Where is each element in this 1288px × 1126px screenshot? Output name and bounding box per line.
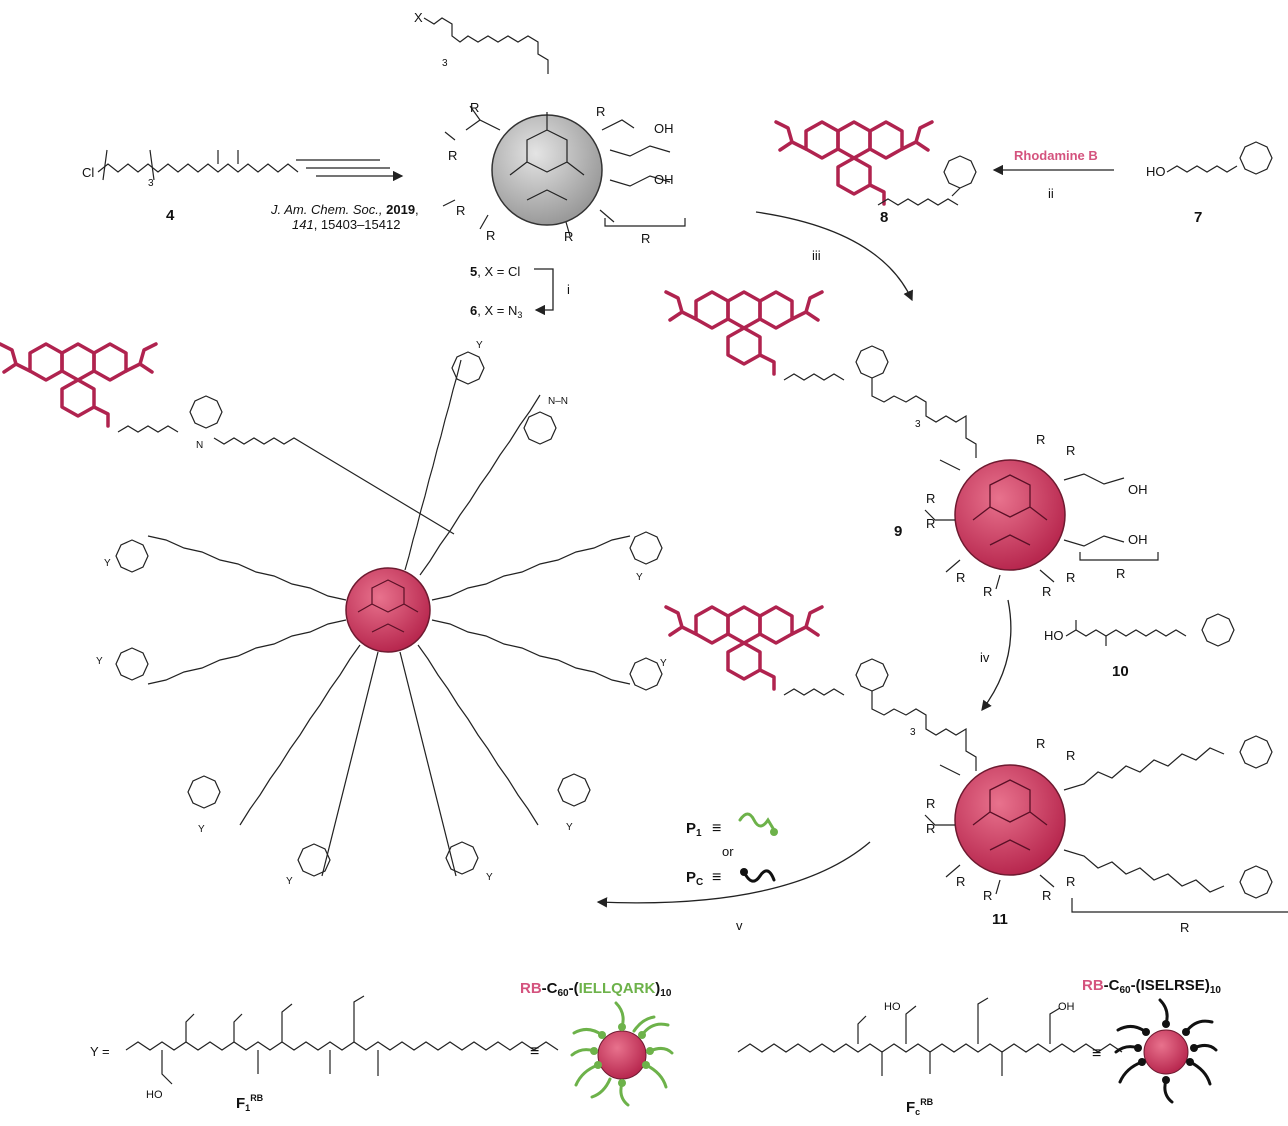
svg-text:Y: Y (660, 658, 667, 669)
svg-text:HO: HO (146, 1089, 163, 1101)
svg-text:Y: Y (566, 822, 573, 833)
svg-text:R: R (1116, 566, 1125, 581)
svg-text:HO: HO (1044, 628, 1064, 643)
svg-text:R: R (983, 888, 992, 903)
compound-4-label: 4 (166, 207, 175, 224)
svg-text:RB-C60-(IELLQARK)10: RB-C60-(IELLQARK)10 (520, 980, 672, 999)
svg-text:6, X = N3: 6, X = N3 (470, 303, 522, 320)
svg-text:R: R (1066, 874, 1075, 889)
svg-text:Cl: Cl (82, 165, 94, 180)
svg-text:Rhodamine B: Rhodamine B (1014, 148, 1098, 163)
compound-11: 3 R R R R R R R R R 11 (664, 605, 1288, 935)
svg-text:≡: ≡ (1092, 1045, 1101, 1062)
svg-text:5, X = Cl: 5, X = Cl (470, 264, 520, 279)
svg-text:R: R (1036, 432, 1045, 447)
svg-text:Y: Y (636, 572, 643, 583)
step-ii: Rhodamine B ii (992, 148, 1114, 201)
multistep-arrow (296, 159, 404, 182)
svg-text:R: R (1042, 584, 1051, 599)
peptide-f1: Y = HO ≡ F1RB (90, 995, 559, 1113)
svg-text:ii: ii (1048, 186, 1054, 201)
svg-text:iv: iv (980, 650, 990, 665)
step-iii: iii (755, 211, 913, 302)
svg-text:R: R (1066, 443, 1075, 458)
svg-text:R: R (926, 491, 935, 506)
svg-text:7: 7 (1194, 209, 1202, 226)
svg-text:PC: PC (686, 869, 703, 888)
svg-text:11: 11 (992, 911, 1008, 928)
compound-10: HO 10 (1044, 613, 1235, 680)
svg-text:≡: ≡ (712, 869, 721, 886)
svg-text:R: R (956, 874, 965, 889)
svg-text:R: R (456, 203, 465, 218)
svg-text:OH: OH (1128, 482, 1148, 497)
step-v: v P1 ≡ or PC ≡ (596, 812, 871, 933)
svg-text:R: R (926, 821, 935, 836)
compound-8: 8 (774, 120, 977, 226)
compound-9: 3 OH OH R R R R R R R R R 9 (664, 290, 1159, 599)
svg-text:R: R (564, 229, 573, 244)
svg-text:OH: OH (1128, 532, 1148, 547)
svg-text:R: R (486, 228, 495, 243)
svg-text:R: R (470, 100, 479, 115)
svg-text:R: R (1042, 888, 1051, 903)
svg-text:3: 3 (910, 727, 916, 738)
svg-text:Y: Y (476, 340, 483, 351)
final-product-structure: N N–N Y Y Y Y Y Y Y Y Y (0, 340, 667, 887)
peptide-fc: HO OH ≡ FcRB (737, 997, 1123, 1117)
svg-text:R: R (641, 231, 650, 246)
svg-text:R: R (1180, 920, 1189, 935)
svg-text:v: v (736, 918, 743, 933)
svg-text:i: i (567, 282, 570, 297)
svg-text:OH: OH (654, 172, 674, 187)
svg-text:iii: iii (812, 248, 821, 263)
product-p1-cartoon: RB-C60-(IELLQARK)10 (520, 980, 674, 1107)
svg-text:R: R (448, 148, 457, 163)
product-pc-cartoon: RB-C60-(ISELRSE)10 (1082, 977, 1221, 1104)
svg-text:10: 10 (1112, 663, 1129, 680)
svg-text:P1: P1 (686, 820, 702, 839)
svg-text:Y: Y (286, 876, 293, 887)
svg-text:X: X (414, 10, 423, 25)
svg-text:OH: OH (654, 121, 674, 136)
svg-text:N–N: N–N (548, 396, 568, 407)
svg-text:3: 3 (442, 58, 448, 69)
svg-text:R: R (926, 516, 935, 531)
svg-text:J. Am. Chem. Soc., 2019,: J. Am. Chem. Soc., 2019, (270, 202, 419, 217)
svg-text:RB-C60-(ISELRSE)10: RB-C60-(ISELRSE)10 (1082, 977, 1221, 996)
svg-text:≡: ≡ (530, 1043, 539, 1060)
svg-text:R: R (983, 584, 992, 599)
svg-text:HO: HO (1146, 164, 1166, 179)
svg-text:R: R (1066, 570, 1075, 585)
svg-text:Y: Y (486, 872, 493, 883)
svg-text:Y: Y (96, 656, 103, 667)
svg-text:or: or (722, 844, 734, 859)
svg-text:R: R (596, 104, 605, 119)
step-i: 5, X = Cl 6, X = N3 i (470, 264, 570, 320)
svg-text:FcRB: FcRB (906, 1097, 934, 1117)
svg-text:Y: Y (104, 558, 111, 569)
svg-text:Y =: Y = (90, 1044, 110, 1059)
svg-text:R: R (926, 796, 935, 811)
compound-7: HO 7 (1146, 141, 1273, 226)
svg-text:141, 15403–15412: 141, 15403–15412 (292, 217, 400, 232)
svg-text:R: R (1036, 736, 1045, 751)
svg-text:Y: Y (198, 824, 205, 835)
svg-text:9: 9 (894, 523, 902, 540)
svg-text:HO: HO (884, 1001, 901, 1013)
compound-4: Cl 3 4 (82, 149, 299, 224)
svg-text:R: R (1066, 748, 1075, 763)
svg-text:F1RB: F1RB (236, 1093, 264, 1113)
svg-text:R: R (956, 570, 965, 585)
svg-text:8: 8 (880, 209, 888, 226)
step-iv: iv (980, 599, 1012, 712)
svg-text:N: N (196, 440, 203, 451)
svg-text:OH: OH (1058, 1001, 1075, 1013)
svg-text:≡: ≡ (712, 820, 721, 837)
svg-text:3: 3 (915, 419, 921, 430)
svg-text:3: 3 (148, 178, 154, 189)
compound-5-6-structure: X 3 OH OH R R R R R R R (414, 10, 686, 246)
literature-reference: J. Am. Chem. Soc., 2019, 141, 15403–1541… (270, 202, 419, 232)
